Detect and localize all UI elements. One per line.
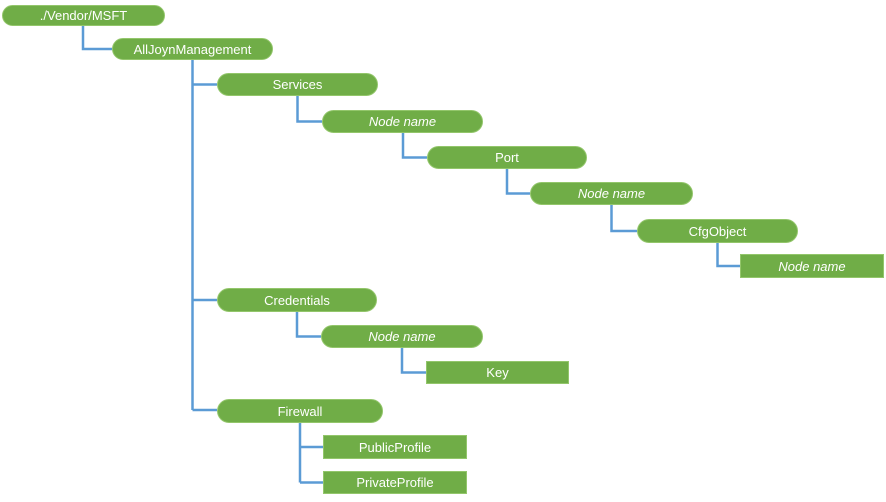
node-public-profile: PublicProfile (323, 435, 467, 459)
node-credentials: Credentials (217, 288, 377, 312)
connector-port-to-nodename (505, 169, 530, 195)
node-port: Port (427, 146, 587, 169)
node-cfgobject: CfgObject (637, 219, 798, 243)
node-services-node-name: Node name (322, 110, 483, 133)
node-services: Services (217, 73, 378, 96)
node-credentials-node-name: Node name (321, 325, 483, 348)
connector-vendor-to-alljoyn (81, 26, 112, 51)
connector-nodename-to-port (401, 133, 427, 159)
node-firewall: Firewall (217, 399, 383, 423)
node-port-node-name: Node name (530, 182, 693, 205)
connector-services-to-nodename (296, 96, 322, 123)
connector-cfgobject-to-nodename (716, 243, 740, 268)
connector-credentials-to-nodename (295, 312, 321, 338)
node-vendor-msft: ./Vendor/MSFT (2, 5, 165, 26)
connector-nodename-to-cfgobject (610, 205, 637, 233)
connector-nodename-to-key (400, 348, 426, 374)
node-alljoyn-management: AllJoynManagement (112, 38, 273, 60)
node-key: Key (426, 361, 569, 384)
node-cfgobject-node-name: Node name (740, 254, 884, 278)
node-private-profile: PrivateProfile (323, 471, 467, 494)
